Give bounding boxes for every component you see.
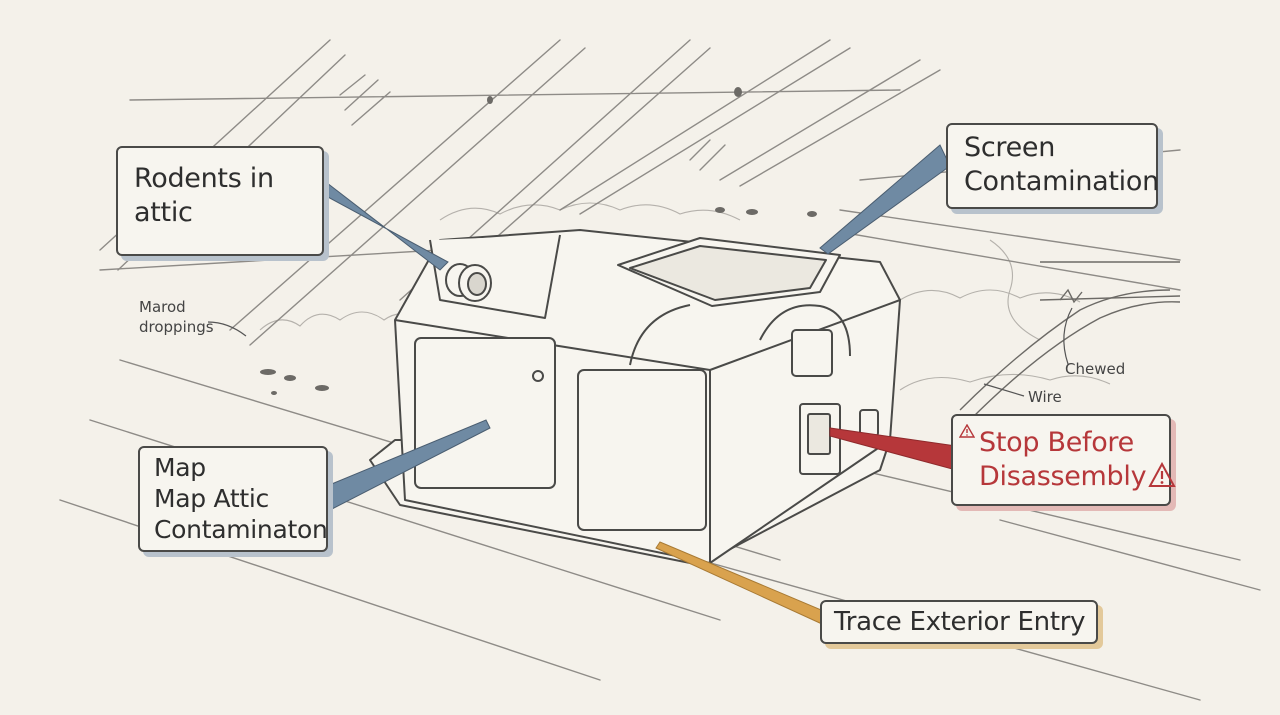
pointer-trace [655, 541, 827, 625]
wires [959, 261, 1181, 421]
callout-text-line: Contamination [964, 166, 1159, 197]
callout-rodents-in-attic: Rodents in attic [116, 146, 324, 256]
note-text-line: Marod [139, 298, 186, 316]
pointers [316, 144, 957, 625]
callout-text-line: Contaminaton [154, 515, 328, 544]
callout-stop-before-disassembly: Stop Before Disassembly [951, 414, 1176, 506]
callout-screen-contamination: Screen Contamination [946, 123, 1159, 209]
warning-triangle-icon [1148, 462, 1176, 487]
hvac-unit [369, 229, 901, 566]
callout-text-line: Map [154, 453, 206, 482]
note-chewed: Chewed [1065, 360, 1126, 378]
callout-text-line: Screen [964, 132, 1056, 163]
pointer-screen [819, 144, 951, 255]
note-wire: Wire [1028, 388, 1062, 406]
insulation [259, 202, 1111, 391]
callout-text-line: Disassembly [979, 461, 1147, 492]
droppings [260, 87, 817, 395]
note-droppings: Marod droppings [139, 297, 214, 337]
callout-text-line: Stop Before [979, 427, 1134, 458]
note-text-line: droppings [139, 318, 214, 336]
callout-map-attic-contamination: Map Map Attic Contaminaton [138, 446, 328, 552]
note-leaders [207, 307, 1073, 397]
callout-text-line: attic [134, 197, 193, 228]
callout-text-line: Rodents in [134, 163, 274, 194]
callout-trace-exterior-entry: Trace Exterior Entry [820, 600, 1098, 644]
callout-text-line: Map Attic [154, 484, 269, 513]
callout-text-line: Trace Exterior Entry [834, 607, 1086, 637]
warning-triangle-icon [959, 424, 975, 438]
